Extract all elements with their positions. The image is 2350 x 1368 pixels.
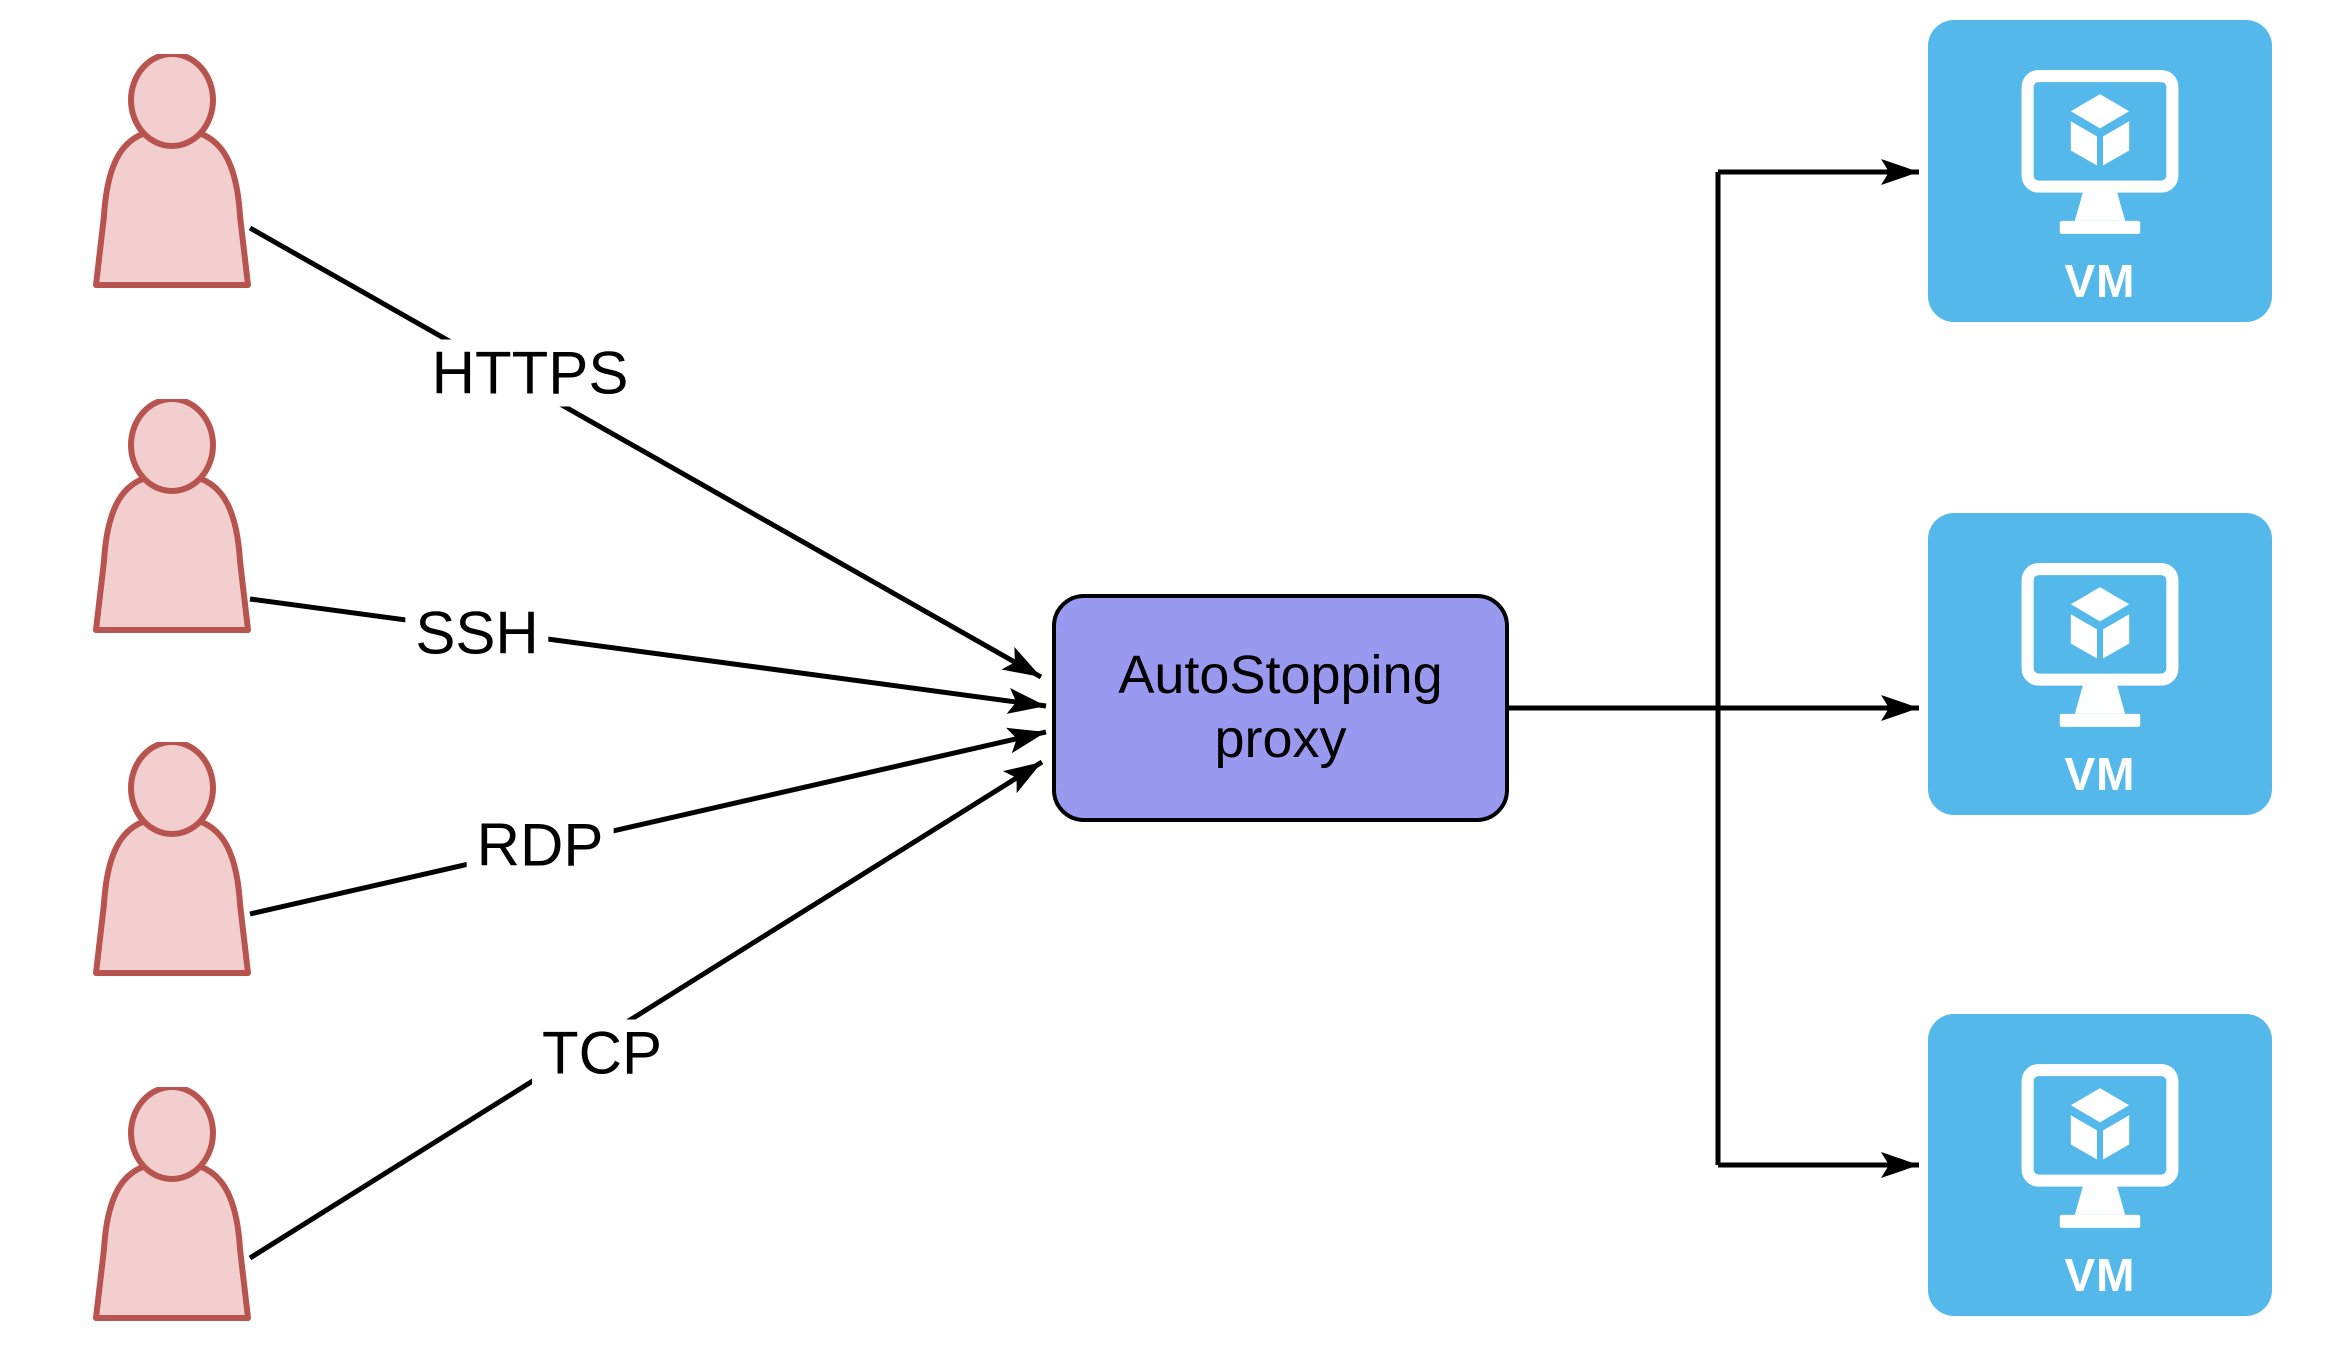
edge-label-https: HTTPS [421,339,639,407]
person-icon [93,396,251,633]
virtual-machine-icon [2021,70,2179,234]
vm-label: VM [2064,748,2136,800]
user-node-4 [92,1084,252,1322]
edge-label-tcp: TCP [532,1019,672,1087]
edge-label-rdp: RDP [466,811,614,879]
autostopping-proxy-label: AutoStopping proxy [1118,645,1443,769]
vm-node-3: VM [1928,1014,2272,1316]
person-icon [93,739,251,976]
edge-ssh-line [249,596,1047,714]
vm-node-1: VM [1928,20,2272,322]
user-node-2 [92,396,252,634]
vm-label: VM [2064,255,2136,307]
vm-node-2: VM [1928,513,2272,815]
vm-label: VM [2064,1249,2136,1301]
person-icon [93,51,251,288]
virtual-machine-icon [2021,1064,2179,1228]
edge-label-ssh: SSH [405,599,549,667]
user-node-1 [92,51,252,289]
virtual-machine-icon [2021,563,2179,727]
edge-https-line [248,225,1043,680]
autostopping-proxy-node: AutoStopping proxy [1052,594,1509,822]
person-icon [93,1084,251,1321]
edge-rdp-line [249,727,1047,917]
user-node-3 [92,739,252,977]
edge-tcp-line [248,759,1044,1261]
